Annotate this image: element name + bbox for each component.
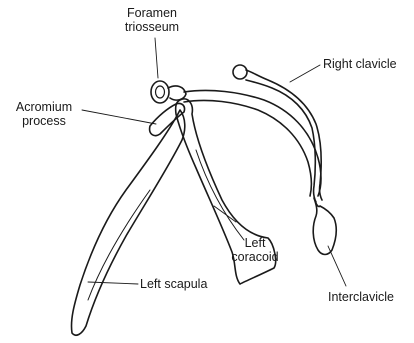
right-clavicle-head (233, 65, 247, 79)
label-acromium-process: Acromium process (4, 100, 84, 128)
label-interclavicle: Interclavicle (328, 290, 394, 304)
label-foramen-line1: Foramen (107, 6, 197, 20)
leader-interclavicle (328, 246, 346, 286)
label-foramen-triosseum: Foramen triosseum (107, 6, 197, 34)
foramen-triosseum-inner (156, 86, 165, 98)
label-coracoid-line1: Left (220, 236, 290, 250)
label-acromium-line2: process (4, 114, 84, 128)
foramen-knob (168, 86, 186, 100)
interclavicle-bone (313, 198, 336, 255)
leader-right-clavicle (290, 65, 320, 82)
leader-acromium (82, 110, 156, 124)
label-left-scapula: Left scapula (140, 277, 207, 291)
label-coracoid-line2: coracoid (220, 250, 290, 264)
leader-foramen (155, 38, 158, 78)
label-acromium-line1: Acromium (4, 100, 84, 114)
foramen-triosseum (151, 81, 169, 103)
label-right-clavicle: Right clavicle (323, 57, 397, 71)
leader-left-coracoid (214, 206, 236, 222)
label-foramen-line2: triosseum (107, 20, 197, 34)
label-left-coracoid: Left coracoid (220, 236, 290, 264)
